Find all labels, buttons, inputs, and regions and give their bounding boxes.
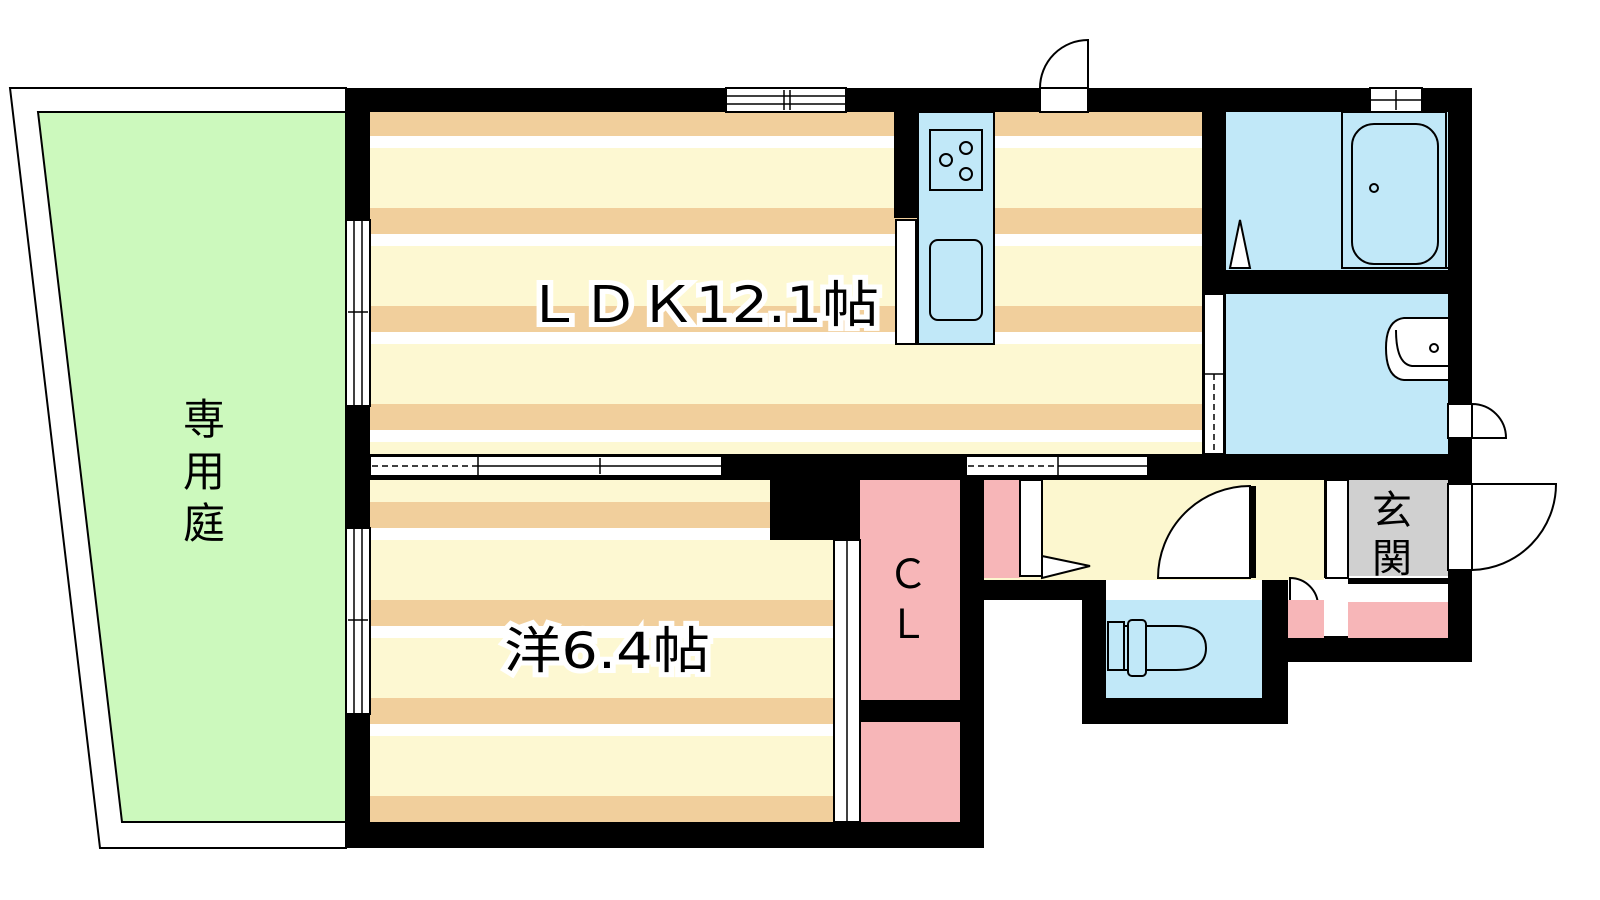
entrance-label-line-1: 玄 bbox=[1372, 488, 1412, 534]
washbasin-icon bbox=[1384, 317, 1448, 381]
entrance bbox=[1325, 479, 1558, 638]
ldk-floor bbox=[370, 112, 1202, 454]
garden-label-line-1: 専 bbox=[183, 395, 225, 444]
closet-label-line-1: Ｃ bbox=[888, 552, 928, 598]
room-labels: ＬＤＫ12.1帖 洋6.4帖 専 用 庭 Ｃ Ｌ 玄 関 bbox=[183, 271, 1412, 685]
kitchen-counter bbox=[895, 111, 995, 345]
closet-label-line-2: Ｌ bbox=[888, 602, 928, 648]
door-swings bbox=[1039, 38, 1508, 439]
entrance-label-line-2: 関 bbox=[1372, 536, 1412, 582]
garden-label-line-3: 庭 bbox=[183, 499, 225, 548]
toilet-room bbox=[1106, 576, 1324, 698]
stove-burner-icon bbox=[959, 167, 973, 181]
hallway bbox=[984, 479, 1324, 580]
stove-burner-icon bbox=[959, 141, 973, 155]
sink-icon bbox=[929, 239, 983, 321]
bathroom bbox=[1226, 111, 1448, 270]
windows bbox=[345, 87, 1423, 715]
washroom bbox=[1226, 294, 1448, 454]
garden-area bbox=[8, 87, 347, 849]
western-room-label: 洋6.4帖 bbox=[504, 622, 710, 680]
western-room-floor bbox=[370, 478, 834, 822]
stove-burner-icon bbox=[939, 153, 953, 167]
entrance-door-swing bbox=[1471, 483, 1558, 572]
closet bbox=[833, 480, 960, 823]
bathtub-icon bbox=[1351, 123, 1439, 265]
ldk-label: ＬＤＫ12.1帖 bbox=[525, 276, 879, 334]
garden-label-line-2: 用 bbox=[183, 447, 225, 496]
